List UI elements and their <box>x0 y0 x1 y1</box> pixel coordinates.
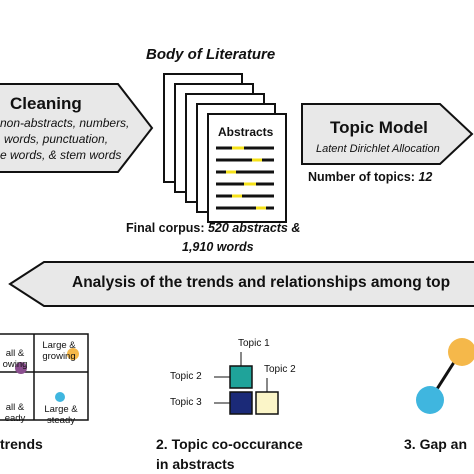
topic-2-left-label: Topic 2 <box>170 371 202 382</box>
quadrant-large-steady-line-1: Large & <box>44 404 78 415</box>
quadrant-grid <box>0 333 89 421</box>
final-corpus-value-2: 1,910 words <box>182 240 254 254</box>
cooccurrence-label-2: in abstracts <box>156 456 235 472</box>
analysis-banner-arrow <box>8 261 474 307</box>
cooccurrence-leaders <box>214 352 268 404</box>
quadrant-large-growing-line-1: Large & <box>42 340 76 351</box>
cooccurrence-label-1: 2. Topic co-occurance <box>156 436 303 452</box>
final-corpus-label: Final corpus: <box>126 221 205 235</box>
topic-model-arrow <box>301 103 474 165</box>
analysis-banner-text: Analysis of the trends and relationships… <box>72 274 451 291</box>
final-corpus-value-1: 520 abstracts & <box>207 221 301 235</box>
cleaning-arrow <box>0 83 154 173</box>
number-of-topics-label: Number of topics: <box>308 170 415 184</box>
quadrant-small-steady: all & eady <box>0 402 30 424</box>
quadrant-small-steady-line-2: eady <box>4 413 26 424</box>
abstracts-label: Abstracts <box>218 125 274 139</box>
gap-orange-node <box>448 338 474 366</box>
cleaning-line-2: words, punctuation, <box>4 132 109 146</box>
topic-model-subtitle: Latent Dirichlet Allocation <box>316 143 440 155</box>
quadrant-large-growing: Large & growing <box>38 340 80 362</box>
cleaning-title: Cleaning <box>10 94 82 113</box>
trends-label: trends <box>0 436 43 452</box>
quadrant-small-growing-line-2: owing <box>2 359 28 370</box>
topic-3-label: Topic 3 <box>170 397 202 408</box>
quadrant-small-growing-line-1: all & <box>5 348 25 359</box>
cooccurrence-squares <box>229 365 279 415</box>
gap-blue-node <box>416 386 444 414</box>
blue-dot <box>55 392 65 402</box>
purple-dot <box>15 362 27 374</box>
quadrant-large-growing-line-2: growing <box>42 351 76 362</box>
topic-2-top-label: Topic 2 <box>264 364 296 375</box>
number-of-topics: Number of topics: 12 <box>308 170 432 184</box>
quadrant-small-steady-line-1: all & <box>5 402 25 413</box>
topic-1-label: Topic 1 <box>238 338 270 349</box>
final-corpus-line-1: Final corpus: 520 abstracts & <box>126 221 300 235</box>
quadrant-large-steady: Large & steady <box>40 404 82 426</box>
cleaning-line-1: non-abstracts, numbers, <box>0 116 130 130</box>
number-of-topics-value: 12 <box>418 170 433 184</box>
cleaning-line-3: e words, & stem words <box>0 148 122 162</box>
quadrant-small-growing: all & owing <box>0 348 30 370</box>
orange-dot <box>67 348 79 360</box>
quadrant-large-steady-line-2: steady <box>47 415 75 426</box>
literature-title: Body of Literature <box>146 46 276 63</box>
gap-analysis-label: 3. Gap an <box>404 436 468 452</box>
topic-model-title: Topic Model <box>330 118 428 137</box>
abstract-text-lines <box>216 146 274 210</box>
